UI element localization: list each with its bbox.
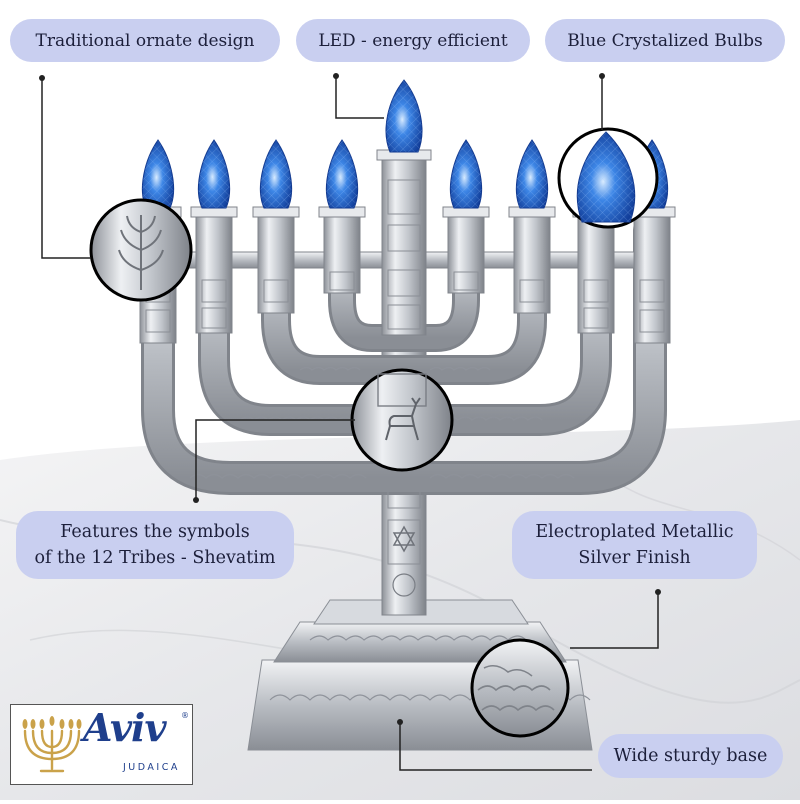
candle-cups [134,149,676,597]
menorah-logo-icon [22,716,82,773]
brand-name: Aviv [83,705,167,750]
callout-finish-line1: Electroplated Metallic [535,522,734,542]
callout-sturdy-base: Wide sturdy base [598,734,783,778]
laurel-leaf-icon [118,215,164,290]
callout-ornate-design: Traditional ornate design [10,19,280,62]
callout-finish-line2: Silver Finish [578,548,691,568]
callout-symbols-line2: of the 12 Tribes - Shevatim [34,548,276,568]
callout-symbols-line1: Features the symbols [60,522,250,542]
zoom-circle-bulb [557,127,659,229]
callout-silver-finish: Electroplated Metallic Silver Finish [512,511,757,579]
callout-ornate-text: Traditional ornate design [35,30,255,51]
deer-icon [385,397,421,441]
zoom-circle-base [470,638,570,738]
zoom-circle-symbols [350,368,454,472]
star-of-david-icon [392,525,416,553]
callout-base-text: Wide sturdy base [613,746,768,766]
callout-led-text: LED - energy efficient [318,30,508,51]
brand-logo: Aviv ® JUDAICA [10,704,193,785]
zoom-circle-ornate [89,198,193,302]
callout-led: LED - energy efficient [296,19,530,62]
callout-bulbs-text: Blue Crystalized Bulbs [567,30,763,51]
registered-mark: ® [181,711,189,720]
callout-blue-bulbs: Blue Crystalized Bulbs [545,19,785,62]
callout-leaders [41,76,659,771]
brand-subtitle: JUDAICA [123,762,180,773]
callout-tribe-symbols: Features the symbols of the 12 Tribes - … [16,511,294,579]
